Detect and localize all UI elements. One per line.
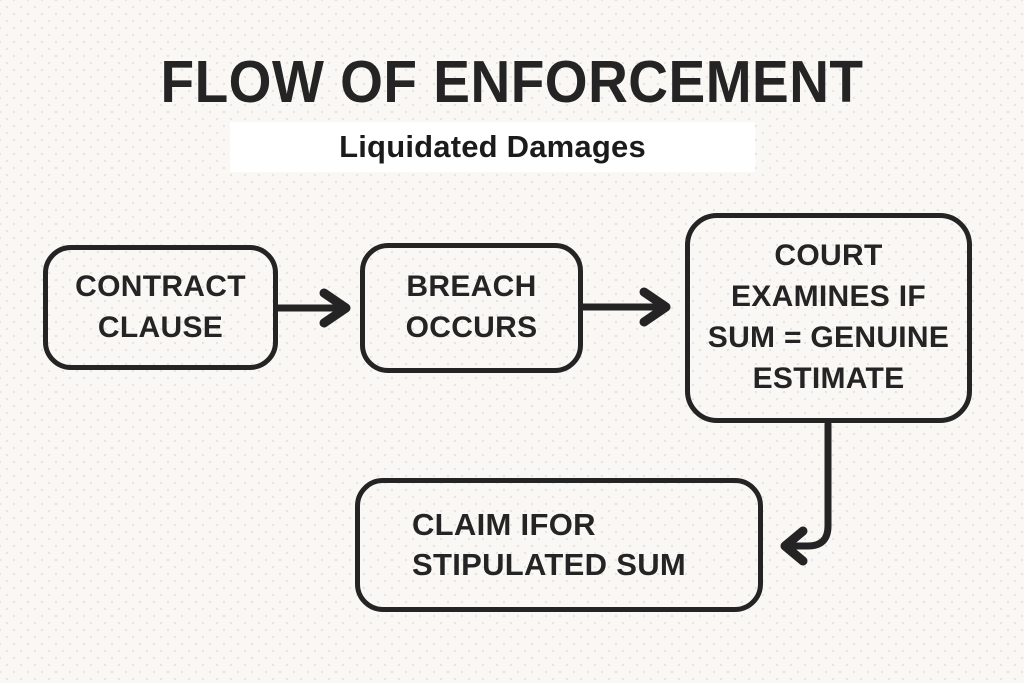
- node-line: CONTRACT: [75, 269, 246, 303]
- page-title: FLOW OF ENFORCEMENT: [160, 48, 864, 115]
- node-line: COURT: [774, 239, 883, 273]
- arrow-breach-to-court-icon: [579, 287, 671, 327]
- node-breach-occurs: BREACH OCCURS: [360, 243, 583, 373]
- node-line: EXAMINES IF: [731, 280, 926, 314]
- arrow-contract-to-breach-icon: [274, 288, 351, 328]
- node-line: STIPULATED SUM: [412, 547, 687, 582]
- node-line: CLAIM IFOR: [412, 506, 596, 542]
- node-claim-stipulated-sum: CLAIM IFOR STIPULATED SUM: [355, 478, 763, 612]
- node-line: CLAUSE: [97, 310, 224, 344]
- arrow-court-to-claim-icon: [780, 420, 832, 566]
- subtitle-band: Liquidated Damages: [230, 122, 755, 172]
- subtitle-text: Liquidated Damages: [339, 129, 646, 164]
- node-line: OCCURS: [405, 311, 538, 344]
- node-line: BREACH: [406, 270, 537, 304]
- node-contract-clause: CONTRACT CLAUSE: [43, 245, 278, 370]
- node-line: SUM = GENUINE: [707, 321, 950, 354]
- node-court-examines: COURT EXAMINES IF SUM = GENUINE ESTIMATE: [685, 213, 972, 423]
- node-line: ESTIMATE: [752, 361, 905, 395]
